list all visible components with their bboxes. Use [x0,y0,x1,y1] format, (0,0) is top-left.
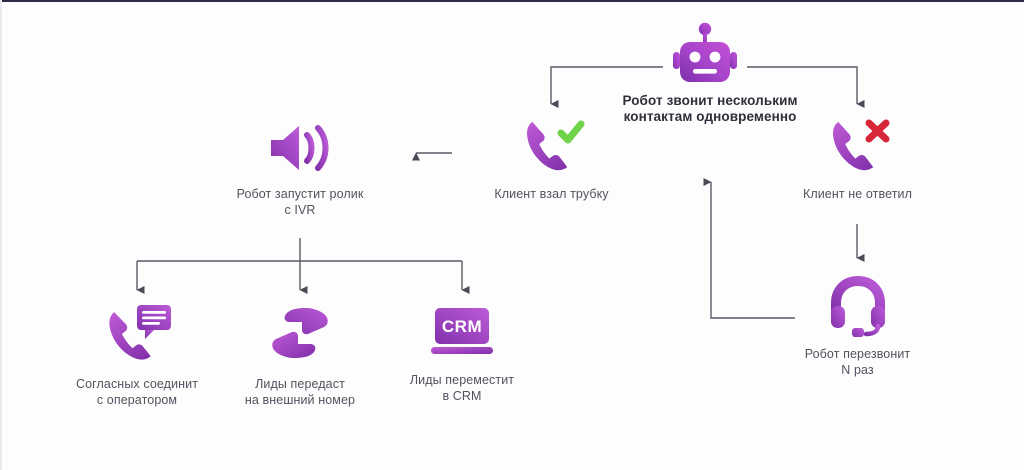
edge-robot-to-not-answered [747,66,865,108]
node-ivr-label: Робот запустит ролик с IVR [236,187,364,217]
node-callback-label: Робот перезвонит N раз [804,347,911,377]
node-callback: Робот перезвонит N раз [790,276,925,378]
node-operator: Согласных соединит с оператором [62,302,212,408]
transfer-hands-icon [272,308,328,358]
node-robot [663,22,747,84]
phone-chat-icon [109,305,171,360]
speaker-icon [271,125,329,171]
node-answered-label: Клиент взал трубку [494,187,609,201]
headset-icon [830,276,885,337]
node-operator-label: Согласных соединит с оператором [75,377,199,407]
edge-robot-to-answered [550,66,663,108]
node-not-answered-label: Клиент не ответил [802,187,913,201]
phone-check-icon [526,120,584,171]
node-external-label: Лиды передаст на внешний номер [244,377,356,407]
node-crm-label: Лиды переместит в CRM [409,373,515,403]
node-external: Лиды передаст на внешний номер [225,302,375,408]
left-border [0,0,2,470]
crm-icon-text: CRM [442,317,482,336]
node-answered: Клиент взал трубку [479,116,624,202]
phone-cross-icon [832,119,889,171]
crm-laptop-icon: CRM [431,308,493,354]
node-not-answered: Клиент не ответил [790,116,925,202]
node-crm: CRM Лиды переместит в CRM [392,306,532,404]
page-title: Робот звонит нескольким контактам одновр… [622,93,798,124]
robot-icon [673,22,737,82]
edge-callback-to-answered [703,178,795,319]
top-border [0,0,1024,2]
node-ivr: Робот запустит ролик с IVR [227,120,373,218]
